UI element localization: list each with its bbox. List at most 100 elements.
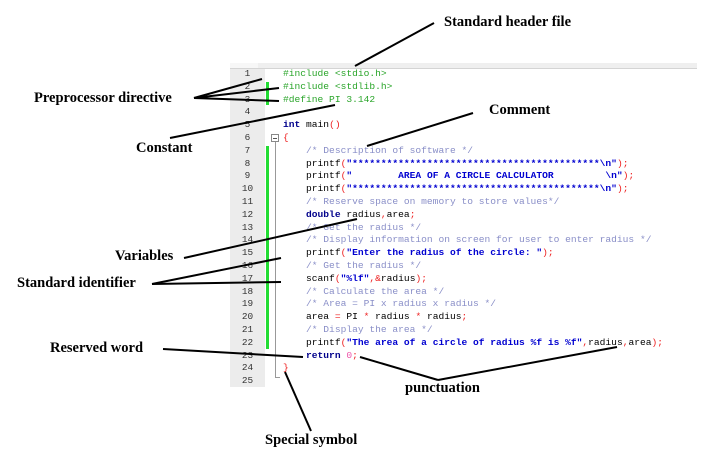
code-text[interactable]: area = PI * radius * radius; (283, 311, 467, 324)
code-token: radius (369, 311, 416, 323)
code-token: PI (340, 311, 364, 323)
line-number: 25 (241, 375, 254, 387)
code-line[interactable]: 18 /* Calculate the area */ (230, 286, 697, 299)
code-text[interactable]: printf("********************************… (283, 183, 628, 196)
code-line[interactable]: 23 return 0; (230, 350, 697, 363)
leader-preprocessor-3 (193, 97, 280, 102)
code-line[interactable]: 5 int main() (230, 119, 697, 132)
code-text[interactable]: /* Description of software */ (283, 145, 473, 158)
line-number: 6 (244, 132, 251, 143)
code-token: printf (283, 170, 341, 182)
code-token: ); (542, 247, 554, 259)
label-comment: Comment (489, 102, 551, 118)
code-token: ; (409, 208, 416, 220)
code-text[interactable]: #include <stdlib.h> (283, 81, 392, 94)
code-token: 0 (340, 349, 353, 361)
code-line[interactable]: 22 printf("The area of a circle of radiu… (230, 337, 697, 350)
code-line[interactable]: 24} (230, 362, 697, 375)
code-token: } (283, 362, 289, 374)
code-token: "The area of a circle of radius %f is %f… (346, 336, 583, 348)
code-token: /* Get the radius */ (283, 260, 422, 271)
code-text[interactable]: /* Display the area */ (283, 324, 433, 337)
code-line[interactable]: 21 /* Display the area */ (230, 324, 697, 337)
label-reserved-word: Reserved word (50, 340, 144, 356)
code-line[interactable]: 12 double radius,area; (230, 209, 697, 222)
code-text[interactable]: /* Get the radius */ (283, 222, 421, 235)
leader-standard-header-file (354, 22, 435, 67)
leader-punctuation-1 (359, 356, 439, 381)
code-text[interactable]: double radius,area; (283, 209, 415, 222)
leader-preprocessor-1 (193, 78, 263, 99)
code-token: ,& (369, 272, 381, 284)
code-line[interactable]: 19 /* Area = PI x radius x radius */ (230, 298, 697, 311)
leader-comment (366, 112, 474, 147)
code-token: "***************************************… (346, 183, 617, 195)
code-token: #include <stdio.h> (283, 68, 387, 79)
code-token: ( (340, 170, 347, 182)
line-number: 20 (241, 311, 254, 323)
leader-punctuation-2 (437, 346, 618, 381)
code-line[interactable]: 15 printf("Enter the radius of the circl… (230, 247, 697, 260)
code-line[interactable]: 6{ (230, 132, 697, 145)
line-number: 5 (244, 119, 251, 131)
line-number: 22 (241, 336, 254, 348)
code-token: double (283, 208, 341, 220)
code-line[interactable]: 20 area = PI * radius * radius; (230, 311, 697, 324)
code-text[interactable]: int main() (283, 119, 341, 132)
code-text[interactable]: scanf("%lf",&radius); (283, 273, 427, 286)
code-text[interactable]: printf("********************************… (283, 158, 628, 171)
code-line[interactable]: 2#include <stdlib.h> (230, 81, 697, 94)
code-text[interactable]: /* Reserve space on memory to store valu… (283, 196, 559, 209)
code-text[interactable]: #define PI 3.142 (283, 94, 375, 107)
code-line[interactable]: 17 scanf("%lf",&radius); (230, 273, 697, 286)
code-text[interactable]: printf("Enter the radius of the circle: … (283, 247, 554, 260)
code-token: * (415, 311, 422, 323)
code-text[interactable]: return 0; (283, 350, 358, 363)
line-number: 15 (241, 247, 254, 259)
code-token: " AREA OF A CIRCLE CALCULATOR \n" (346, 170, 623, 182)
code-text[interactable]: /* Calculate the area */ (283, 286, 444, 299)
code-line[interactable]: 11 /* Reserve space on memory to store v… (230, 196, 697, 209)
leader-preprocessor-2 (193, 87, 280, 99)
code-token: int (283, 119, 301, 131)
code-token: return (283, 349, 341, 361)
fold-collapse-icon[interactable] (271, 134, 279, 142)
code-line[interactable]: 4 (230, 106, 697, 119)
code-text[interactable]: printf(" AREA OF A CIRCLE CALCULATOR \n"… (283, 170, 634, 183)
line-number: 12 (241, 208, 254, 220)
code-token: , (622, 336, 629, 348)
code-line[interactable]: 8 printf("******************************… (230, 158, 697, 171)
code-token: ); (616, 183, 629, 195)
code-line[interactable]: 7 /* Description of software */ (230, 145, 697, 158)
line-number: 11 (241, 196, 254, 207)
code-token: /* Reserve space on memory to store valu… (283, 196, 560, 207)
code-line[interactable]: 9 printf(" AREA OF A CIRCLE CALCULATOR \… (230, 170, 697, 183)
code-text[interactable]: { (283, 132, 289, 145)
line-number: 17 (241, 272, 254, 284)
code-text[interactable]: /* Area = PI x radius x radius */ (283, 298, 496, 311)
code-token: printf (283, 183, 341, 195)
code-token: "***************************************… (346, 157, 617, 169)
code-token: ( (340, 336, 347, 348)
code-token: radius (421, 311, 462, 323)
code-text[interactable]: } (283, 362, 289, 375)
code-token: /* Display the area */ (283, 324, 433, 335)
leader-variables (183, 218, 358, 259)
code-line[interactable]: 1 #include <stdio.h> (230, 68, 697, 81)
code-line[interactable]: 10 printf("*****************************… (230, 183, 697, 196)
label-preprocessor-directive: Preprocessor directive (34, 90, 172, 106)
code-text[interactable]: /* Display information on screen for use… (283, 234, 651, 247)
code-text[interactable]: #include <stdio.h> (283, 68, 387, 81)
code-line[interactable]: 25 (230, 375, 697, 388)
code-line[interactable]: 13 /* Get the radius */ (230, 222, 697, 235)
code-text[interactable]: printf("The area of a circle of radius %… (283, 337, 663, 350)
code-token: #define PI 3.142 (283, 93, 376, 105)
code-token: radius (380, 272, 416, 284)
code-token: /* Display information on screen for use… (283, 234, 652, 246)
code-text[interactable]: /* Get the radius */ (283, 260, 421, 273)
line-number: 1 (244, 68, 251, 79)
code-token: ( (340, 157, 347, 169)
code-line[interactable]: 14 /* Display information on screen for … (230, 234, 697, 247)
fold-end-marker (275, 377, 280, 379)
